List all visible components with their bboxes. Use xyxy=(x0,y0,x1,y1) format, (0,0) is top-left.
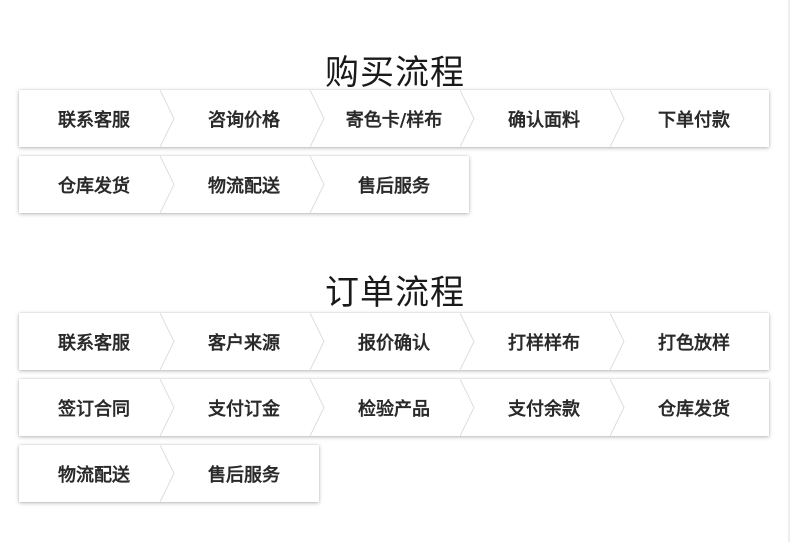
purchase-step-1: 联系客服 xyxy=(19,90,175,147)
chevron-right-icon xyxy=(610,90,625,147)
chevron-right-icon xyxy=(610,313,625,370)
chevron-right-icon xyxy=(310,313,325,370)
chevron-right-icon xyxy=(160,313,175,370)
step-label: 仓库发货 xyxy=(658,398,730,420)
order-step-12: 售后服务 xyxy=(169,445,319,502)
step-label: 售后服务 xyxy=(208,464,280,486)
chevron-right-icon xyxy=(160,156,175,213)
order-step-5: 打色放样 xyxy=(619,313,769,370)
order-step-1: 联系客服 xyxy=(19,313,175,370)
step-label: 确认面料 xyxy=(508,109,580,131)
chevron-right-icon xyxy=(460,313,475,370)
purchase-step-7: 物流配送 xyxy=(169,156,325,213)
step-label: 打色放样 xyxy=(658,332,730,354)
step-label: 签订合同 xyxy=(58,398,130,420)
purchase-step-5: 下单付款 xyxy=(619,90,769,147)
chevron-right-icon xyxy=(160,90,175,147)
purchase-step-4: 确认面料 xyxy=(469,90,625,147)
order-step-11: 物流配送 xyxy=(19,445,175,502)
order-step-8: 检验产品 xyxy=(319,379,475,436)
order-steps-row-1: 联系客服 客户来源 报价确认 打样样布 打色放样 xyxy=(19,313,769,370)
purchase-step-6: 仓库发货 xyxy=(19,156,175,213)
step-label: 物流配送 xyxy=(58,464,130,486)
step-label: 咨询价格 xyxy=(208,109,280,131)
step-label: 售后服务 xyxy=(358,175,430,197)
step-label: 下单付款 xyxy=(658,109,730,131)
step-label: 联系客服 xyxy=(58,109,130,131)
order-step-4: 打样样布 xyxy=(469,313,625,370)
chevron-right-icon xyxy=(460,90,475,147)
chevron-right-icon xyxy=(160,379,175,436)
step-label: 联系客服 xyxy=(58,332,130,354)
order-step-2: 客户来源 xyxy=(169,313,325,370)
step-label: 支付订金 xyxy=(208,398,280,420)
purchase-step-2: 咨询价格 xyxy=(169,90,325,147)
chevron-right-icon xyxy=(310,156,325,213)
purchase-step-3: 寄色卡/样布 xyxy=(319,90,475,147)
purchase-steps-row-2: 仓库发货 物流配送 售后服务 xyxy=(19,156,469,213)
order-process-title: 订单流程 xyxy=(325,272,465,313)
order-step-3: 报价确认 xyxy=(319,313,475,370)
chevron-right-icon xyxy=(310,90,325,147)
step-label: 客户来源 xyxy=(208,332,280,354)
step-label: 仓库发货 xyxy=(58,175,130,197)
order-step-10: 仓库发货 xyxy=(619,379,769,436)
step-label: 寄色卡/样布 xyxy=(345,109,443,131)
purchase-step-8: 售后服务 xyxy=(319,156,469,213)
step-label: 检验产品 xyxy=(358,398,430,420)
step-label: 支付余款 xyxy=(508,398,580,420)
purchase-steps-row-1: 联系客服 咨询价格 寄色卡/样布 确认面料 下单付款 xyxy=(19,90,769,147)
purchase-process-title: 购买流程 xyxy=(325,52,465,93)
step-label: 报价确认 xyxy=(358,332,430,354)
right-edge-divider xyxy=(788,0,790,542)
step-label: 物流配送 xyxy=(208,175,280,197)
chevron-right-icon xyxy=(610,379,625,436)
chevron-right-icon xyxy=(310,379,325,436)
step-label: 打样样布 xyxy=(508,332,580,354)
order-steps-row-3: 物流配送 售后服务 xyxy=(19,445,319,502)
order-steps-row-2: 签订合同 支付订金 检验产品 支付余款 仓库发货 xyxy=(19,379,769,436)
order-step-6: 签订合同 xyxy=(19,379,175,436)
chevron-right-icon xyxy=(160,445,175,502)
order-step-7: 支付订金 xyxy=(169,379,325,436)
order-step-9: 支付余款 xyxy=(469,379,625,436)
chevron-right-icon xyxy=(460,379,475,436)
